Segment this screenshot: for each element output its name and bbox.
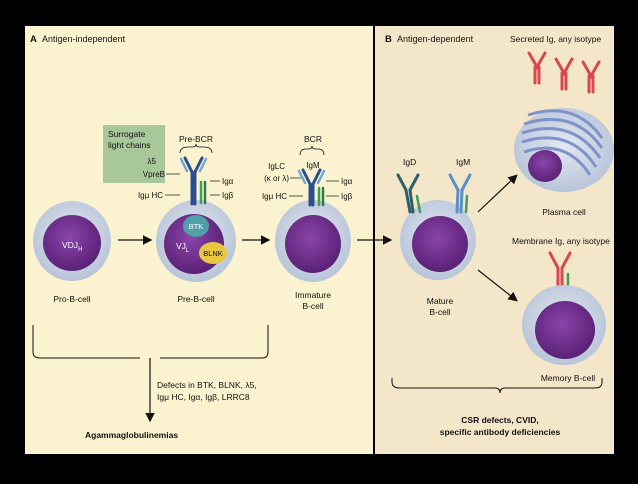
igm-label-bcr: IgM <box>306 161 320 170</box>
igalpha-label-bcr: Igα <box>341 177 353 186</box>
mature-label-line2: B-cell <box>429 307 450 317</box>
pro-b-cell: VDJH <box>33 201 111 281</box>
igd-label: IgD <box>403 157 416 167</box>
secreted-ig-label: Secreted Ig, any isotype <box>510 34 601 44</box>
panel-b-title: Antigen-dependent <box>397 34 474 44</box>
pro-b-cell-label: Pro-B-cell <box>53 294 90 304</box>
panel-a-bottom-bracket <box>32 325 269 359</box>
membrane-ig-label: Membrane Ig, any isotype <box>512 236 610 246</box>
btk-label: BTK <box>189 222 204 231</box>
surrogate-light-chains-box <box>103 125 165 183</box>
igm-receptor-mature <box>448 173 472 214</box>
immature-b-cell <box>275 200 351 282</box>
pre-b-cell: VJL BTK BLNK <box>156 200 236 282</box>
panel-b-letter: B <box>385 34 392 45</box>
bcr-receptor <box>297 168 326 207</box>
csr-defects-line2: specific antibody deficiencies <box>440 427 561 437</box>
surrogate-label-line1: Surrogate <box>108 129 146 139</box>
igmu-hc-label-bcr: Igμ HC <box>262 192 287 201</box>
igbeta-label-pre: Igβ <box>222 191 234 200</box>
defects-line1: Defects in BTK, BLNK, λ5, <box>157 380 257 390</box>
lambda5-label: λ5 <box>148 157 157 166</box>
kappa-lambda-label: (κ or λ) <box>264 174 289 183</box>
memory-b-cell <box>522 285 606 365</box>
bcr-bracket <box>299 145 325 156</box>
igmu-hc-label-pre: Igμ HC <box>138 191 163 200</box>
panel-a-title: Antigen-independent <box>42 34 126 44</box>
pro-b-cell-nucleus-label: VDJH <box>62 240 82 253</box>
pre-b-cell-nucleus-label: VJL <box>176 241 190 254</box>
bcr-label: BCR <box>304 134 322 144</box>
pre-bcr-receptor <box>179 156 208 206</box>
agammaglobulinemias-label: Agammaglobulinemias <box>85 430 178 440</box>
vpreb-label: VpreB <box>143 170 165 179</box>
igd-receptor <box>396 173 422 214</box>
csr-defects-line1: CSR defects, CVID, <box>461 415 538 425</box>
pre-bcr-label: Pre-BCR <box>179 134 213 144</box>
arrow-to-plasma <box>477 174 518 213</box>
panel-b-bottom-bracket <box>391 378 603 394</box>
pre-b-cell-label: Pre-B-cell <box>177 294 214 304</box>
blnk-protein <box>199 242 227 264</box>
memory-b-cell-label: Memory B-cell <box>541 373 595 383</box>
mature-b-cell <box>400 200 476 280</box>
immature-label-line2: B-cell <box>302 301 323 311</box>
membrane-ig-receptor <box>548 251 572 292</box>
surrogate-label-line2: light chains <box>108 140 151 150</box>
secreted-antibodies <box>527 51 601 94</box>
igalpha-label-pre: Igα <box>222 177 234 186</box>
plasma-cell-label: Plasma cell <box>542 207 586 217</box>
igm-label-mature: IgM <box>456 157 470 167</box>
immature-label-line1: Immature <box>295 290 331 300</box>
panel-a-letter: A <box>30 34 37 45</box>
arrow-to-memory <box>477 269 518 302</box>
plasma-cell <box>514 108 614 192</box>
blnk-label: BLNK <box>203 249 223 258</box>
btk-protein <box>183 215 209 237</box>
iglc-label: IgLC <box>268 162 285 171</box>
pre-bcr-bracket <box>179 143 213 154</box>
defects-line2: Igμ HC, Igα, Igβ, LRRC8 <box>157 392 250 402</box>
mature-label-line1: Mature <box>427 296 454 306</box>
igbeta-label-bcr: Igβ <box>341 192 353 201</box>
